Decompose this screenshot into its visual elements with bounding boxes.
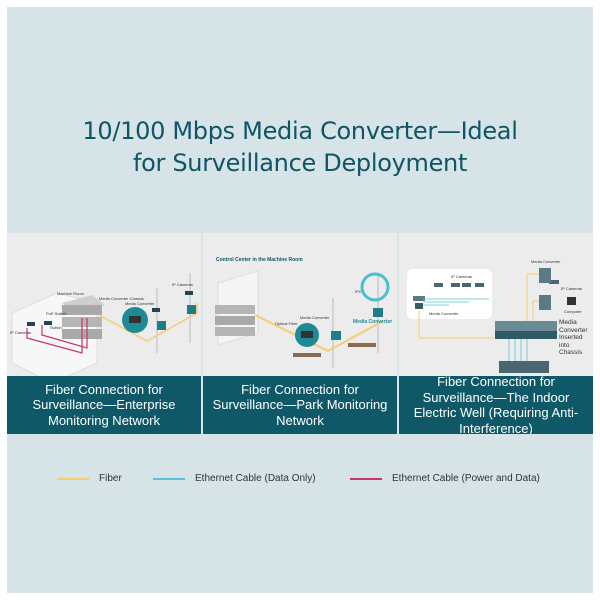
label-control-center: Control Center in the Machine Room	[216, 257, 303, 263]
poe-cable	[26, 318, 83, 354]
bench	[348, 343, 376, 347]
panel-enterprise: Machine Room Media Converter Chassis Med…	[7, 233, 201, 434]
label-media-converter: Media Converter	[300, 315, 330, 320]
poe-cable	[41, 318, 88, 349]
label-machine-room: Machine Room	[57, 291, 85, 296]
panel-park: Control Center in the Machine Room Optic…	[203, 233, 397, 434]
label-ipc: IPC	[355, 289, 362, 294]
fiber-cable	[254, 314, 384, 353]
label-ip-cameras: IP Cameras	[451, 274, 472, 279]
label-media-converter-big: Media Converter	[353, 319, 392, 325]
building-illustration	[11, 292, 105, 383]
fiber-cable	[418, 310, 494, 339]
fiber-line-swatch	[57, 477, 89, 480]
legend-ethernet-data: Ethernet Cable (Data Only)	[153, 473, 316, 484]
ethernet-power-line-swatch	[350, 477, 382, 480]
legend-label: Ethernet Cable (Data Only)	[195, 473, 316, 484]
label-optical-fiber: Optical Fiber	[275, 321, 298, 326]
caption-electric-well: Fiber Connection for Surveillance—The In…	[399, 374, 593, 434]
legend-fiber: Fiber	[57, 473, 122, 484]
label-media-converter: Media Converter	[125, 301, 155, 306]
legend-label: Ethernet Cable (Power and Data)	[392, 473, 540, 484]
panel-electric-well: IP Cameras Media Converter Media Convert…	[399, 233, 593, 434]
page-title: 10/100 Mbps Media Converter—Ideal for Su…	[7, 115, 593, 179]
ip-camera-icons	[434, 280, 559, 287]
computer-icon	[567, 297, 576, 305]
legend-label: Fiber	[99, 473, 122, 484]
park-diagram: Control Center in the Machine Room Optic…	[215, 257, 392, 368]
label-computer: Computer	[564, 309, 582, 314]
legend-ethernet-power: Ethernet Cable (Power and Data)	[350, 473, 540, 484]
caption-park: Fiber Connection for Surveillance—Park M…	[203, 376, 397, 434]
label-ip-cameras-right: IP Cameras	[561, 286, 582, 291]
bench	[293, 353, 321, 357]
label-chassis: Media Converter Chassis	[99, 296, 144, 301]
camera-group-box	[407, 269, 492, 319]
label-switch: Switch	[50, 325, 62, 330]
electric-well-diagram: IP Cameras Media Converter Media Convert…	[407, 259, 582, 373]
chassis	[495, 321, 557, 331]
label-media-converter-top: Media Converter	[531, 259, 561, 264]
label-chassis: Media Converter Inserted into Chassis	[559, 319, 588, 356]
label-ip-cameras: IP Cameras	[172, 282, 193, 287]
label-poe-switch: PoE Switch	[46, 311, 66, 316]
infographic: 10/100 Mbps Media Converter—Ideal for Su…	[7, 7, 593, 593]
ipc-highlight	[360, 272, 390, 302]
switch	[499, 361, 549, 373]
title-line-1: 10/100 Mbps Media Converter—Ideal	[82, 117, 518, 145]
enterprise-diagram: Machine Room Media Converter Chassis Med…	[10, 273, 198, 383]
title-line-2: for Surveillance Deployment	[132, 149, 468, 177]
label-ip-cameras-left: IP Cameras	[10, 330, 31, 335]
caption-enterprise: Fiber Connection for Surveillance—Enterp…	[7, 376, 201, 434]
label-media-converter-left: Media Converter	[429, 311, 459, 316]
ethernet-data-line-swatch	[153, 477, 185, 480]
fiber-cable	[98, 303, 198, 342]
